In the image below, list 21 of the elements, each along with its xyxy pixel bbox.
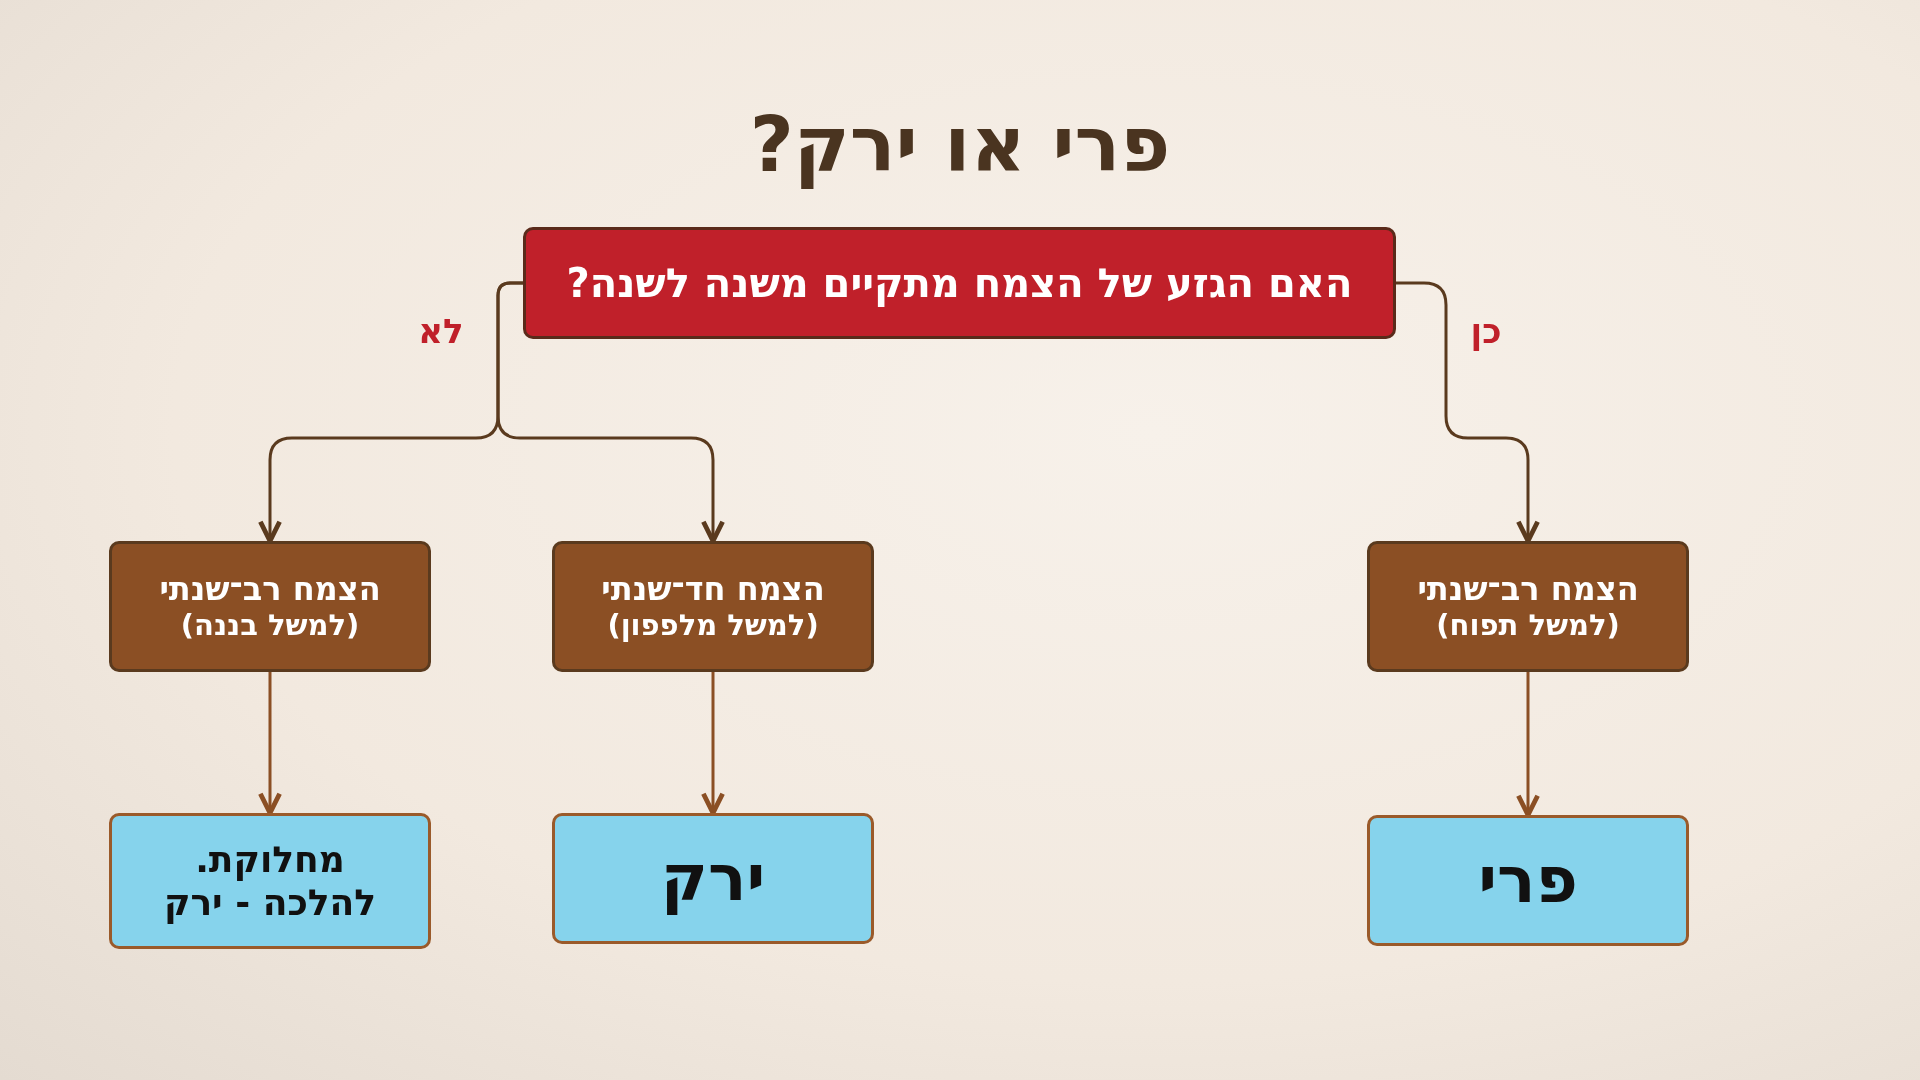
edge-label: לא [418,311,464,351]
process-box [552,541,874,672]
process-box [109,541,431,672]
node-heading: פרי [1478,842,1578,919]
title: פרי או ירק? [749,100,1171,189]
node-heading: האם הגזע של הצמח מתקיים משנה לשנה? [566,259,1353,307]
result-box [109,813,431,949]
node-subtext: (למשל בננה) [180,608,360,644]
result-box [552,813,874,944]
node-heading: הצמח רב־שנתי [159,569,381,609]
node-heading: ירק [660,840,766,917]
result-box [1367,815,1689,946]
node-subtext: להלכה - ירק [163,881,377,925]
question-box [523,227,1396,339]
node-subtext: (למשל מלפפון) [607,608,819,644]
edge-label: כן [1470,311,1502,351]
process-box [1367,541,1689,672]
node-heading: מחלוקת. [195,837,345,881]
node-subtext: (למשל תפוח) [1436,608,1620,644]
node-heading: הצמח חד־שנתי [601,569,825,609]
node-heading: הצמח רב־שנתי [1417,569,1639,609]
